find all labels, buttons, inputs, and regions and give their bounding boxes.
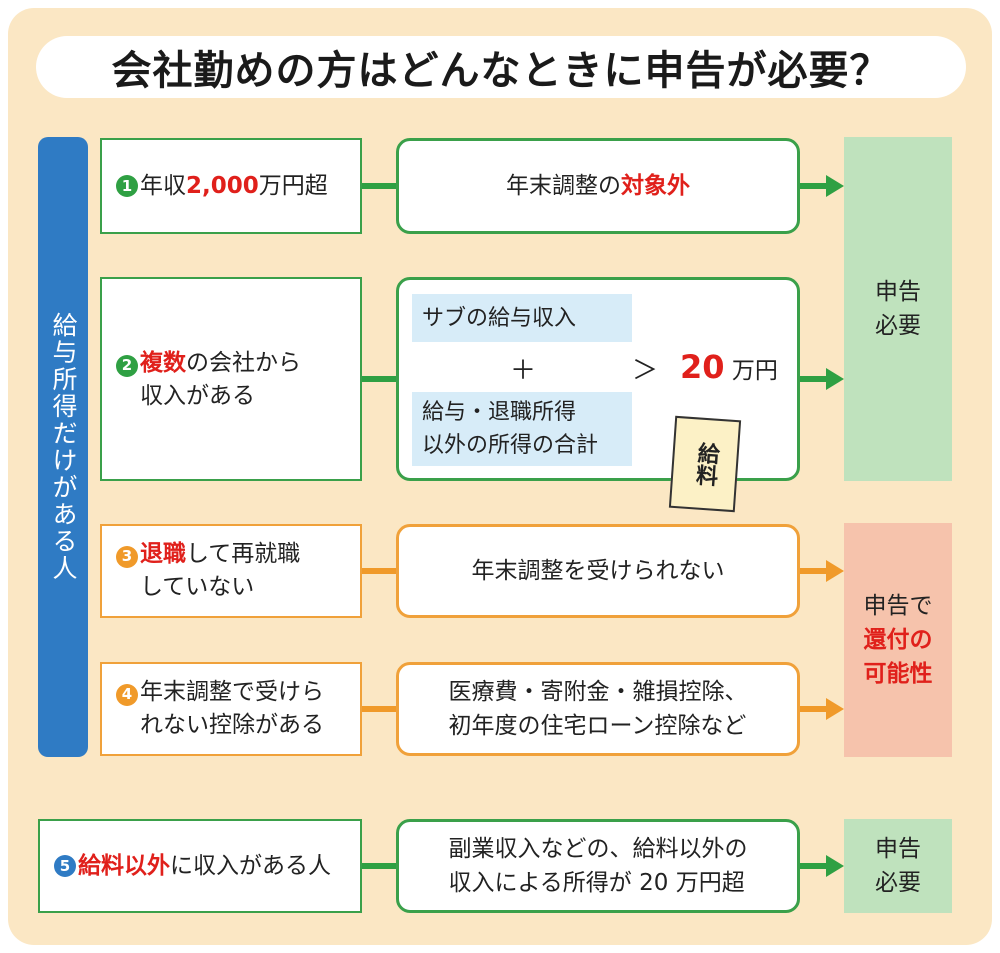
condition-3-highlight: 退職 [140, 541, 186, 567]
other-income-line1: 給与・退職所得 [422, 400, 577, 425]
result-filing-required: 申告必要 [844, 137, 952, 481]
condition-3-text: して再就職 [186, 541, 301, 567]
side-label-salary-only: 給与所得だけがある人 [38, 137, 88, 757]
arrow-right-icon [826, 175, 844, 197]
condition-2-text: の会社から [186, 350, 301, 376]
threshold-amount: 20 万円 [680, 348, 778, 386]
threshold-number: 20 [680, 348, 725, 386]
greater-than-sign: ＞ [632, 356, 659, 386]
number-badge-1: 1 [116, 175, 138, 197]
detail-4-line2: 初年度の住宅ローン控除など [448, 713, 747, 739]
detail-1-pre: 年末調整の [506, 173, 621, 199]
result-refund-line2: 還付の [863, 627, 933, 653]
connector-line [800, 706, 826, 712]
connector-line [800, 863, 826, 869]
other-income-line2: 以外の所得の合計 [422, 433, 599, 458]
detail-4-line1: 医療費・寄附金・雑損控除、 [448, 679, 748, 705]
detail-5-line1: 副業収入などの、給料以外の [448, 836, 748, 862]
condition-1-post: 万円超 [258, 172, 328, 199]
condition-4-line1: 年末調整で受けら [140, 679, 324, 705]
result-required-line1: 申告 [875, 279, 921, 305]
other-income-box: 給与・退職所得 以外の所得の合計 [412, 392, 632, 466]
threshold-unit: 万円 [724, 358, 778, 384]
condition-3-line2: していない [140, 574, 255, 600]
page-title: 会社勤めの方はどんなときに申告が必要？ [36, 36, 966, 98]
result-refund-line1: 申告で [863, 593, 933, 619]
salary-ticket-icon: 給料 [668, 415, 742, 513]
result5-line1: 申告 [875, 836, 921, 862]
plus-sign: ＋ [510, 356, 537, 386]
result-required-line2: 必要 [875, 313, 921, 339]
result-refund-possible: 申告で還付の可能性 [844, 523, 952, 757]
connector-line [362, 706, 398, 712]
number-badge-5: 5 [54, 855, 76, 877]
number-badge-2: 2 [116, 354, 138, 377]
arrow-right-icon [826, 855, 844, 877]
detail-3: 年末調整を受けられない [396, 524, 800, 618]
connector-line [362, 183, 398, 189]
condition-1-highlight: 2,000 [186, 172, 259, 199]
result-refund-line3: 可能性 [863, 661, 933, 687]
detail-5: 副業収入などの、給料以外の収入による所得が 20 万円超 [396, 819, 800, 913]
detail-1: 年末調整の対象外 [396, 138, 800, 234]
connector-line [362, 863, 398, 869]
condition-2-highlight: 複数 [140, 350, 186, 376]
condition-5-highlight: 給料以外 [78, 852, 170, 879]
connector-line [362, 376, 398, 382]
condition-4-line2: れない控除がある [140, 712, 324, 738]
result-filing-required-5: 申告必要 [844, 819, 952, 913]
result5-line2: 必要 [875, 870, 921, 896]
condition-1: 1 年収 2,000 万円超 [100, 138, 362, 234]
detail-1-highlight: 対象外 [621, 173, 690, 199]
number-badge-4: 4 [116, 683, 138, 706]
number-badge-3: 3 [116, 545, 138, 568]
arrow-right-icon [826, 560, 844, 582]
sub-salary-box: サブの給与収入 [412, 294, 632, 342]
condition-5-text: に収入がある人 [170, 852, 331, 879]
connector-line [362, 568, 398, 574]
connector-line [800, 183, 826, 189]
connector-line [800, 568, 826, 574]
condition-1-pre: 年収 [140, 172, 186, 199]
detail-5-line2: 収入による所得が 20 万円超 [448, 870, 745, 896]
condition-2-line2: 収入がある [140, 383, 255, 409]
arrow-right-icon [826, 698, 844, 720]
arrow-right-icon [826, 368, 844, 390]
connector-line [800, 376, 826, 382]
detail-4: 医療費・寄附金・雑損控除、初年度の住宅ローン控除など [396, 662, 800, 756]
